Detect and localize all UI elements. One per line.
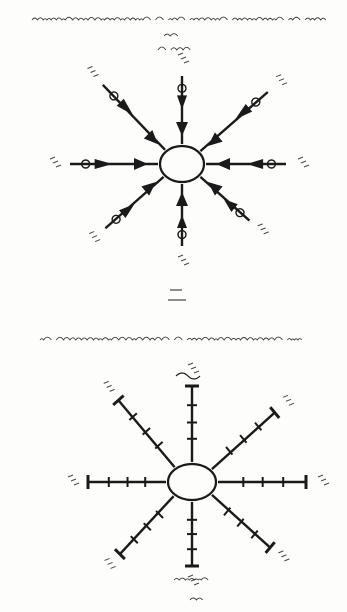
tip-mark <box>304 165 309 167</box>
tip-mark <box>191 367 196 369</box>
barb <box>177 215 187 228</box>
barb <box>246 159 263 169</box>
tip-mark <box>74 483 79 485</box>
tip-mark <box>92 236 97 238</box>
top-flourish <box>176 373 200 379</box>
tip-mark <box>90 70 95 72</box>
tip-mark <box>286 399 291 401</box>
tip-mark <box>178 255 183 257</box>
arrowhead <box>176 192 188 206</box>
tip-mark <box>318 475 323 477</box>
tip-mark <box>184 263 189 265</box>
tip-mark <box>301 161 306 163</box>
tip-mark <box>276 75 281 77</box>
tip-mark <box>283 395 288 397</box>
arrowhead <box>216 158 230 170</box>
barb <box>235 104 252 119</box>
tip-mark <box>53 161 58 163</box>
tip-mark <box>184 61 189 63</box>
arrowhead <box>144 130 158 144</box>
barb <box>224 199 238 212</box>
tip-mark <box>50 157 55 159</box>
heading-fragment-scribble <box>158 47 190 50</box>
center-ellipse <box>168 464 216 500</box>
tip-mark <box>258 224 263 226</box>
barb <box>177 95 187 109</box>
upper-diagram <box>50 53 309 300</box>
ray-line <box>212 413 275 470</box>
tip-mark <box>284 559 289 561</box>
center-ellipse <box>160 146 204 182</box>
lower-diagram <box>68 363 329 585</box>
handwritten-text <box>32 17 326 600</box>
tip-mark <box>281 555 286 557</box>
tip-mark <box>324 483 329 485</box>
tip-mark <box>108 562 113 564</box>
tip-mark <box>68 475 73 477</box>
heading-line-scribble <box>32 17 326 20</box>
tip-mark <box>278 551 283 553</box>
tip-mark <box>110 389 115 391</box>
ray-line <box>105 177 163 228</box>
tip-mark <box>104 381 109 383</box>
tip-mark <box>181 259 186 261</box>
tip-mark <box>87 66 92 68</box>
tip-mark <box>194 583 199 585</box>
tip-mark <box>321 479 326 481</box>
heading-fragment-scribble <box>164 34 183 36</box>
tip-mark <box>95 240 100 242</box>
footer-label-scribble <box>190 598 203 600</box>
tip-mark <box>282 83 287 85</box>
tip-mark <box>264 232 269 234</box>
barb <box>119 204 134 218</box>
caption-line-scribble <box>40 337 302 340</box>
tip-mark <box>181 57 186 59</box>
tip-mark <box>188 363 193 365</box>
tip-mark <box>107 385 112 387</box>
tip-mark <box>71 479 76 481</box>
tip-mark <box>178 53 183 55</box>
tip-mark <box>298 157 303 159</box>
tip-mark <box>105 558 110 560</box>
arrowhead <box>134 158 148 170</box>
tip-mark <box>93 74 98 76</box>
arrowhead <box>176 122 188 136</box>
tip-mark <box>289 403 294 405</box>
tip-mark <box>56 165 61 167</box>
ray-line <box>118 400 174 467</box>
barb <box>95 159 113 169</box>
tip-mark <box>279 79 284 81</box>
ray-line <box>200 177 249 221</box>
tip-mark <box>188 575 193 577</box>
tip-mark <box>194 371 199 373</box>
footer-label-scribble <box>174 578 208 580</box>
tip-mark <box>111 566 116 568</box>
tip-mark <box>261 228 266 230</box>
tip-mark <box>89 232 94 234</box>
